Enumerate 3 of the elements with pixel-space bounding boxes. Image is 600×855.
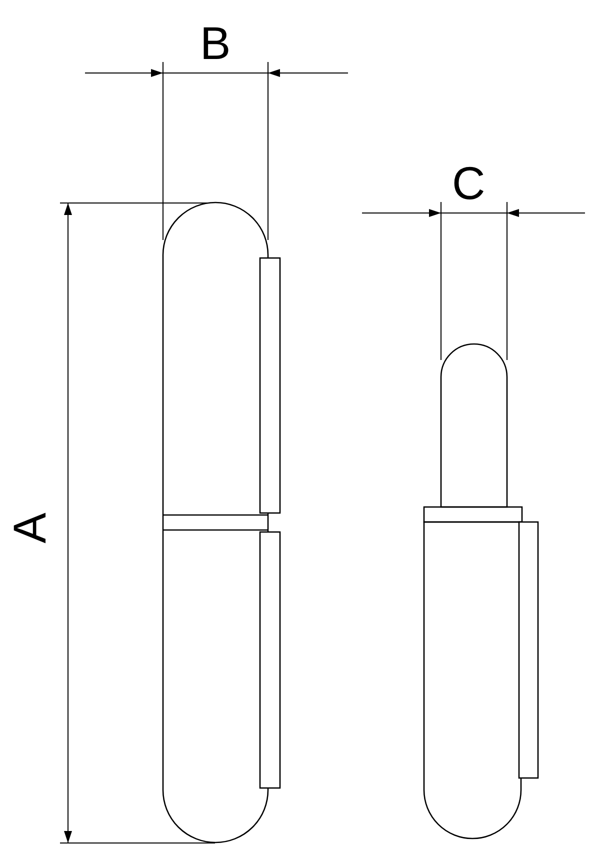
dimension-label: B [200,20,231,66]
dimension-label: A [6,512,52,544]
dimension-label: C [452,160,486,206]
